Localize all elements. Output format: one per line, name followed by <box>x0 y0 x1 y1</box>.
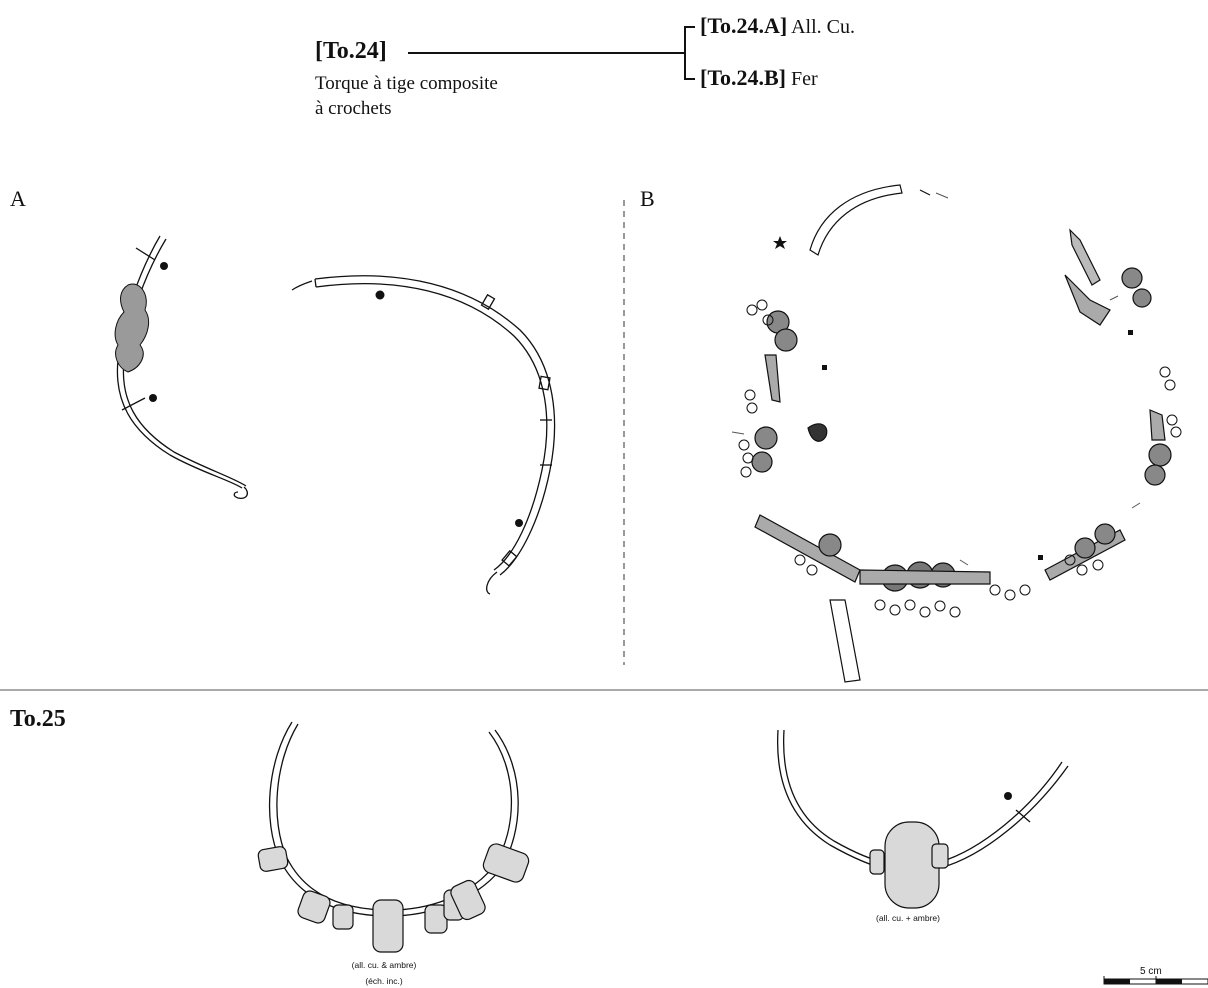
amber-bead <box>372 899 404 953</box>
amber-bead <box>297 890 331 924</box>
caption-left-line-2: (éch. inc.) <box>365 976 403 986</box>
torque-to25-left <box>268 721 519 917</box>
scale-bar <box>1103 976 1208 985</box>
description-line-2: à crochets <box>315 98 392 119</box>
amber-bead <box>884 821 940 909</box>
torque-a-fragment-right <box>291 275 556 595</box>
branch-b-material: Fer <box>790 68 818 90</box>
section-dot <box>375 290 385 300</box>
bracket-connector <box>408 26 695 80</box>
amber-bead <box>257 846 289 872</box>
torque-b-fragments <box>751 184 1172 683</box>
amber-bead <box>931 843 949 869</box>
main-code: [To.24] <box>315 38 387 64</box>
branch-a-code: [To.24.A] <box>700 13 788 38</box>
caption-left-line-1: (all. cu. & ambre) <box>351 960 417 970</box>
torque-b-rings <box>738 299 1182 618</box>
section-dot <box>160 262 168 270</box>
branch-b: [To.24.B] Fer <box>700 65 818 91</box>
corrosion-deposit <box>114 283 150 373</box>
caption-right: (all. cu. + ambre) <box>875 913 940 923</box>
amber-bead <box>332 904 354 930</box>
amber-bead <box>450 879 486 921</box>
branch-a: [To.24.A] All. Cu. <box>700 13 855 39</box>
section-mark <box>822 365 827 370</box>
branch-b-code: [To.24.B] <box>700 65 786 90</box>
torque-b-dash-marks <box>731 192 1141 566</box>
scale-label: 5 cm <box>1140 966 1162 977</box>
amber-bead <box>482 843 530 883</box>
branch-a-material: All. Cu. <box>791 16 856 38</box>
main-description: Torque à tige composite à crochets <box>315 71 575 121</box>
star-mark <box>773 236 787 249</box>
description-line-1: Torque à tige composite <box>315 73 498 94</box>
section-mark <box>1128 330 1133 335</box>
panel-b-label: B <box>640 186 655 211</box>
amber-bead <box>869 849 885 875</box>
section-mark <box>1038 555 1043 560</box>
section-dot <box>515 519 523 527</box>
panel-a-label: A <box>10 186 26 211</box>
amber-beads-right <box>869 821 949 909</box>
section-dot <box>149 394 157 402</box>
section-dot <box>1004 792 1012 800</box>
section-to25-label: To.25 <box>10 706 66 732</box>
amber-beads-left <box>257 843 530 953</box>
